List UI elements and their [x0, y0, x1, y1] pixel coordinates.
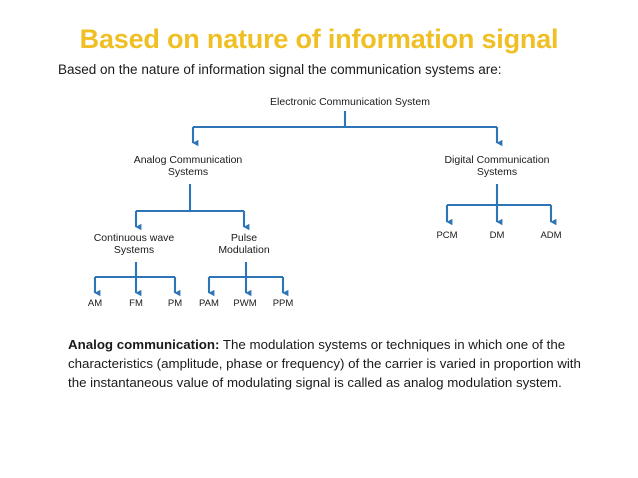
page-title: Based on nature of information signal	[79, 24, 559, 54]
definition-paragraph: Analog communication: The modulation sys…	[68, 336, 596, 393]
node-analog-communication-systems: Analog Communication Systems	[133, 154, 243, 179]
tree-connectors	[93, 111, 557, 297]
node-fm: FM	[129, 298, 143, 309]
node-digital-communication-systems: Digital Communication Systems	[444, 154, 550, 179]
node-pcm: PCM	[436, 230, 458, 241]
node-electronic-communication-system: Electronic Communication System	[270, 96, 430, 108]
node-dm: DM	[489, 230, 505, 241]
node-continuous-wave-systems: Continuous wave Systems	[93, 232, 175, 257]
node-pam: PAM	[199, 298, 219, 309]
node-pm: PM	[167, 298, 183, 309]
node-adm: ADM	[540, 230, 562, 241]
definition-body: The modulation systems or techniques in …	[68, 337, 581, 390]
node-pulse-modulation: Pulse Modulation	[218, 232, 270, 257]
intro-text: Based on the nature of information signa…	[58, 62, 502, 77]
node-am: AM	[87, 298, 103, 309]
node-pwm: PWM	[233, 298, 257, 309]
tree-diagram: Electronic Communication System Analog C…	[0, 92, 638, 314]
node-ppm: PPM	[272, 298, 294, 309]
definition-lead: Analog communication:	[68, 337, 220, 352]
